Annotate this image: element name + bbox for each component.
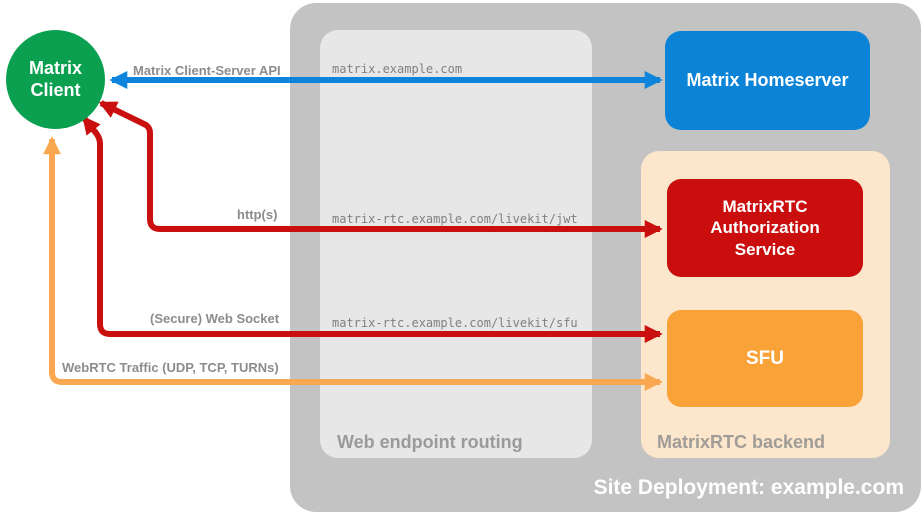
endpoint-livekit-jwt: matrix-rtc.example.com/livekit/jwt bbox=[332, 212, 578, 226]
matrixrtc-authorization-service-node: MatrixRTC Authorization Service bbox=[667, 179, 863, 277]
http-arrow bbox=[98, 100, 663, 238]
site-deployment-title: Site Deployment: example.com bbox=[593, 476, 904, 499]
http-arrow-label: http(s) bbox=[237, 207, 278, 222]
client-server-api-arrow-label: Matrix Client-Server API bbox=[133, 63, 281, 78]
webrtc-traffic-arrow-label: WebRTC Traffic (UDP, TCP, TURNs) bbox=[62, 360, 279, 375]
web-endpoint-routing-title: Web endpoint routing bbox=[337, 432, 523, 452]
matrixrtc-backend-title: MatrixRTC backend bbox=[657, 432, 826, 452]
sfu-node: SFU bbox=[667, 310, 863, 407]
webrtc-traffic-arrow bbox=[43, 136, 663, 391]
matrix-client-label: Matrix Client bbox=[28, 57, 82, 100]
matrix-homeserver-node: Matrix Homeserver bbox=[665, 31, 870, 130]
websocket-arrow-label: (Secure) Web Socket bbox=[150, 311, 280, 326]
matrix-client-node: Matrix Client bbox=[6, 30, 105, 129]
endpoint-matrix-domain: matrix.example.com bbox=[332, 62, 463, 76]
matrix-homeserver-label: Matrix Homeserver bbox=[686, 70, 849, 90]
endpoint-livekit-sfu: matrix-rtc.example.com/livekit/sfu bbox=[332, 316, 578, 330]
sfu-label: SFU bbox=[746, 347, 784, 369]
matrixrtc-authorization-service-label: MatrixRTC Authorization Service bbox=[710, 197, 820, 259]
